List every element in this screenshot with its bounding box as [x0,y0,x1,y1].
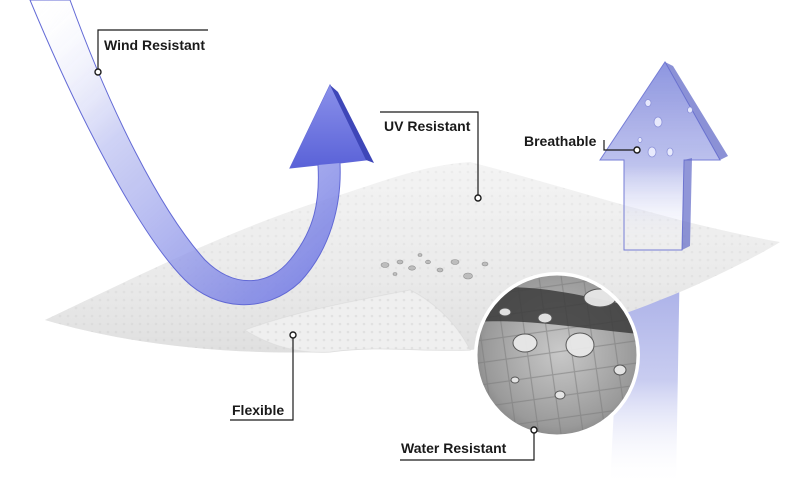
magnifier-lens-icon [474,272,640,438]
breathable-label: Breathable [524,133,597,149]
uv-resistant-label: UV Resistant [384,118,471,134]
leader-dots [94,68,641,434]
breathable-arrow-icon [599,61,728,251]
water-resistant-label: Water Resistant [401,440,507,456]
flexible-label: Flexible [232,402,285,418]
curved-arrow-icon [29,0,374,306]
leader-lines [97,29,637,461]
wind-resistant-label: Wind Resistant [104,37,205,53]
